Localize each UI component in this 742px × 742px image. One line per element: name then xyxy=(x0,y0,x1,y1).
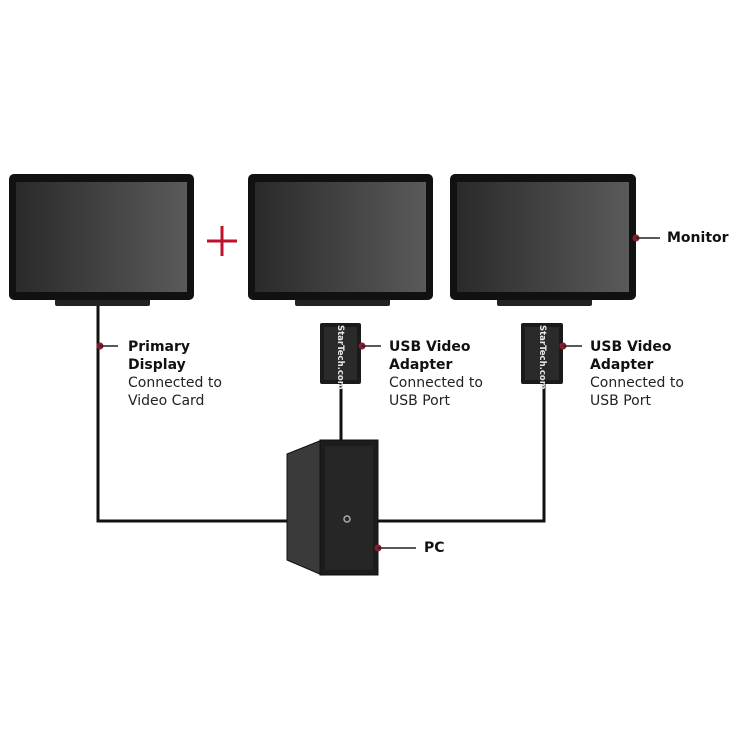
primary-title-1: Primary xyxy=(128,339,191,355)
primary-title-2: Display xyxy=(128,357,186,373)
usb-adapter-2 xyxy=(521,323,563,384)
adapter1-desc-1: Connected to xyxy=(389,375,483,391)
pc-title: PC xyxy=(424,540,445,556)
adapter1-title-1: USB Video xyxy=(389,339,471,355)
pc-tower xyxy=(286,439,379,576)
adapter2-brand-logo: StarTech.com xyxy=(537,325,547,390)
pc-label: PC xyxy=(424,539,445,557)
adapter1-label: USB Video Adapter Connected to USB Port xyxy=(389,338,483,410)
adapter1-brand-logo: StarTech.com xyxy=(335,325,345,390)
adapter1-desc-2: USB Port xyxy=(389,393,450,409)
primary-display-label: Primary Display Connected to Video Card xyxy=(128,338,222,410)
cable-primary xyxy=(96,306,290,523)
adapter2-desc-1: Connected to xyxy=(590,375,684,391)
primary-desc-1: Connected to xyxy=(128,375,222,391)
adapter2-desc-2: USB Port xyxy=(590,393,651,409)
primary-desc-2: Video Card xyxy=(128,393,205,409)
cables xyxy=(96,306,546,523)
monitor-title: Monitor xyxy=(667,230,729,246)
usb-adapter-1 xyxy=(320,323,361,384)
power-button-icon xyxy=(343,515,351,523)
monitor-primary xyxy=(9,174,194,306)
adapter2-label: USB Video Adapter Connected to USB Port xyxy=(590,338,684,410)
adapter2-title-2: Adapter xyxy=(590,357,654,373)
monitor-label: Monitor xyxy=(667,229,729,247)
monitor-3 xyxy=(450,174,636,306)
callouts xyxy=(96,234,660,552)
adapter1-title-2: Adapter xyxy=(389,357,453,373)
plus-icon xyxy=(207,226,237,256)
adapter2-title-1: USB Video xyxy=(590,339,672,355)
monitor-2 xyxy=(248,174,433,306)
cable-adapter2 xyxy=(378,384,546,523)
